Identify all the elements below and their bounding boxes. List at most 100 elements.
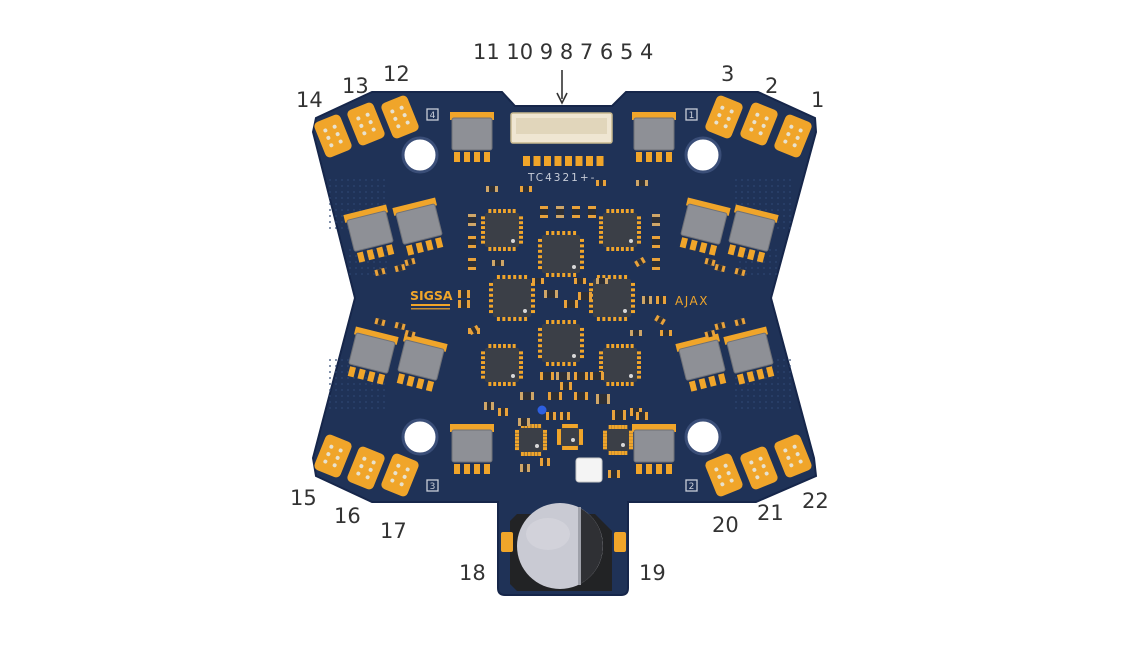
connector-pin (523, 156, 530, 166)
via (735, 401, 737, 403)
smd-component (652, 214, 660, 226)
mosfet (723, 326, 775, 385)
via (745, 255, 747, 257)
smd-component (608, 470, 620, 478)
via (371, 395, 373, 397)
smd-component (468, 258, 476, 270)
via (359, 383, 361, 385)
solder-pad-22 (774, 434, 812, 478)
smd-component (714, 321, 726, 331)
mosfet (347, 326, 399, 385)
via (365, 383, 367, 385)
via (379, 261, 381, 263)
via (347, 179, 349, 181)
brand-left: SIGSA (410, 288, 453, 310)
callout-16: 16 (334, 504, 361, 528)
smd-component (540, 458, 550, 466)
via (335, 221, 337, 223)
motor-index-1: 1 (685, 108, 698, 121)
via (385, 261, 387, 263)
via (383, 203, 385, 205)
pad-group-bottom-right (705, 434, 812, 497)
via (329, 203, 331, 205)
via (353, 383, 355, 385)
via (789, 359, 791, 361)
via (359, 179, 361, 181)
via (771, 395, 773, 397)
smd-component (468, 324, 480, 336)
via (353, 407, 355, 409)
mosfet-array (343, 112, 779, 474)
via (741, 407, 743, 409)
via (359, 185, 361, 187)
via (775, 273, 777, 275)
mount-hole-top-left (401, 136, 439, 174)
via (789, 371, 791, 373)
via (355, 261, 357, 263)
motor-index-3: 3 (426, 479, 439, 492)
via (789, 365, 791, 367)
via (353, 191, 355, 193)
via (747, 407, 749, 409)
via (349, 261, 351, 263)
via (777, 221, 779, 223)
via (747, 179, 749, 181)
via (777, 197, 779, 199)
via (361, 273, 363, 275)
via (777, 389, 779, 391)
via (347, 365, 349, 367)
via (763, 261, 765, 263)
via (335, 389, 337, 391)
via (341, 215, 343, 217)
via (365, 197, 367, 199)
via (341, 371, 343, 373)
via (335, 203, 337, 205)
via (353, 179, 355, 181)
smd-component (652, 258, 660, 270)
via (777, 365, 779, 367)
via (759, 203, 761, 205)
connector-arrow (556, 70, 568, 105)
via (373, 267, 375, 269)
via (759, 179, 761, 181)
via (783, 389, 785, 391)
via (765, 401, 767, 403)
via (359, 203, 361, 205)
via (377, 179, 379, 181)
callout-18: 18 (459, 561, 486, 585)
via (747, 197, 749, 199)
via (353, 185, 355, 187)
via (383, 197, 385, 199)
callout-22: 22 (802, 489, 829, 513)
connector-pins (523, 156, 604, 166)
smd-component (588, 206, 596, 218)
via (373, 261, 375, 263)
via (347, 191, 349, 193)
via (735, 395, 737, 397)
via (365, 185, 367, 187)
via (789, 389, 791, 391)
via (365, 371, 367, 373)
smd-component (734, 267, 746, 277)
via (783, 407, 785, 409)
callout-14: 14 (296, 88, 323, 112)
tab-pad-right (614, 532, 626, 552)
smd-component (556, 206, 564, 218)
smd-component (612, 410, 626, 420)
via (783, 359, 785, 361)
via (789, 209, 791, 211)
via (765, 377, 767, 379)
mosfet (450, 424, 494, 474)
via (383, 191, 385, 193)
via (367, 261, 369, 263)
via (385, 255, 387, 257)
via (385, 273, 387, 275)
via (371, 185, 373, 187)
via (777, 209, 779, 211)
solder-pad-21 (740, 446, 778, 490)
pad-group-top-left (314, 95, 419, 158)
via (771, 383, 773, 385)
ic-chip (589, 275, 635, 321)
via (365, 191, 367, 193)
via (783, 191, 785, 193)
